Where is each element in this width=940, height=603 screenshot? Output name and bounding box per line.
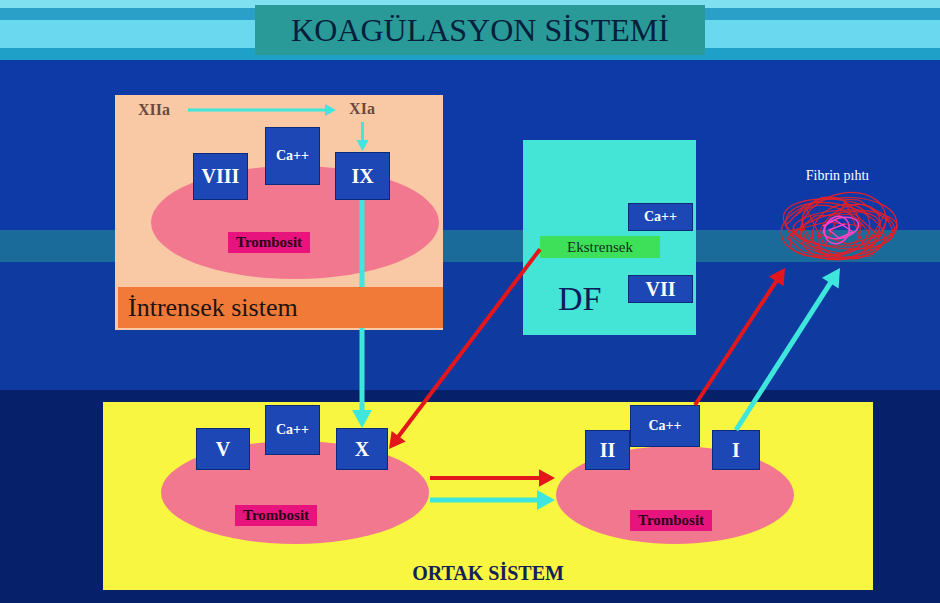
pathway-label: Ekstrensek (567, 239, 633, 256)
factor-label: X (355, 438, 369, 461)
arrow-head (537, 490, 555, 510)
factor-label: XIa (349, 100, 375, 118)
factor-box: II (585, 430, 630, 470)
connector-line (188, 109, 328, 112)
calcium-label: Ca++ (276, 148, 309, 164)
calcium-label: Ca++ (648, 418, 681, 434)
factor-node: XIIa (122, 98, 186, 122)
factor-label: VII (645, 278, 675, 301)
arrow-connector (188, 104, 336, 116)
factor-box: VII (628, 275, 693, 303)
arrow-connector (695, 268, 785, 405)
factor-label: I (732, 439, 740, 462)
factor-box: I (712, 430, 760, 470)
intrinsic-panel: İntrensek sistem XIIa XIaTrombosit VIII Ca++… (115, 95, 443, 330)
connector-line (695, 277, 779, 405)
factor-label: XIIa (138, 101, 170, 119)
connector-line (736, 279, 833, 430)
connector-line (360, 200, 365, 415)
calcium-box: Ca++ (628, 203, 693, 231)
arrow-head (325, 104, 336, 116)
factor-label: VIII (202, 165, 240, 188)
calcium-box: Ca++ (265, 127, 320, 185)
platelet-label: Trombosit (228, 232, 310, 253)
arrow-head (539, 469, 555, 487)
arrow-head (356, 140, 368, 151)
factor-node: XIa (338, 97, 386, 121)
factor-box: VIII (193, 153, 248, 200)
fibrin-clot: Fibrin pıhtı (770, 166, 905, 268)
arrow-head (389, 431, 406, 449)
factor-box: X (336, 428, 388, 470)
factor-label: V (216, 438, 230, 461)
calcium-label: Ca++ (276, 422, 309, 438)
arrow-connector (352, 200, 372, 428)
fibrin-clot-drawing (775, 186, 903, 268)
panel-heading: ORTAK SİSTEM (103, 562, 873, 585)
clot-label: Fibrin pıhtı (806, 168, 869, 184)
arrow-head (822, 268, 840, 288)
connector-line (396, 249, 540, 440)
connector-line (430, 498, 542, 503)
common-panel: ORTAK SİSTEM Trombosit V Ca++ X Trombosit II Ca… (103, 402, 873, 590)
connector-line (361, 122, 364, 143)
panel-heading: İntrensek sistem (118, 287, 443, 328)
title-text: KOAGÜLASYON SİSTEMİ (291, 12, 669, 49)
arrow-connector (389, 249, 540, 449)
arrow-connector (430, 490, 555, 510)
extrinsic-panel: DF Ca++ EkstrensekVII (523, 140, 696, 335)
platelet-label: Trombosit (235, 505, 317, 526)
calcium-box: Ca++ (265, 405, 320, 455)
factor-label: II (600, 439, 616, 462)
background-band (0, 390, 940, 603)
factor-label: IX (351, 165, 373, 188)
platelet-label: Trombosit (630, 510, 712, 531)
calcium-label: Ca++ (644, 209, 677, 225)
panel-heading: DF (558, 280, 601, 318)
arrow-connector (356, 122, 368, 151)
title-bar: KOAGÜLASYON SİSTEMİ (255, 5, 705, 55)
arrow-connector (430, 469, 555, 487)
calcium-box: Ca++ (630, 405, 700, 447)
factor-box: IX (335, 152, 390, 200)
connector-line (430, 476, 544, 480)
arrow-connector (736, 268, 840, 430)
arrow-head (352, 410, 372, 428)
arrow-head (769, 268, 785, 286)
factor-box: V (196, 428, 250, 470)
pathway-box: Ekstrensek (540, 236, 660, 258)
